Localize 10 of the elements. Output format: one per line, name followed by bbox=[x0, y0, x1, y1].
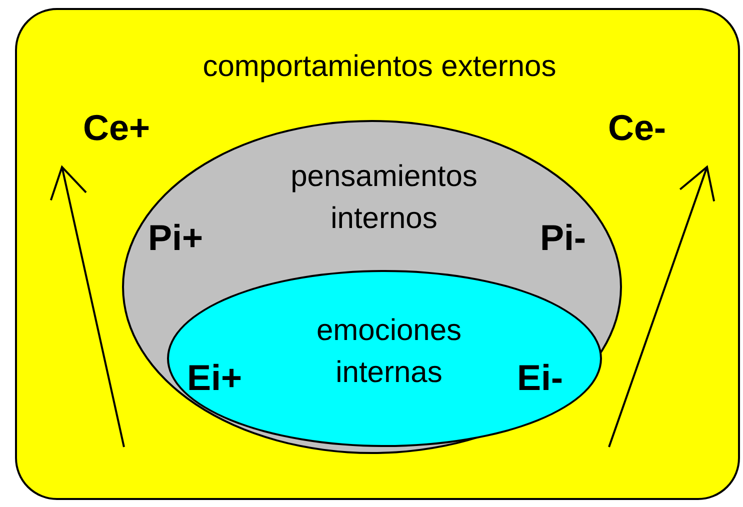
sign-label: Pi- bbox=[540, 218, 586, 258]
region-box bbox=[15, 8, 740, 500]
sign-label: Ei+ bbox=[187, 358, 242, 398]
sign-label: Pi+ bbox=[148, 218, 204, 258]
sign-label: Ce- bbox=[608, 108, 666, 148]
sign-label: Ei- bbox=[517, 358, 564, 398]
region-title: pensamientos internos bbox=[290, 159, 478, 237]
region-title: emociones internas bbox=[315, 313, 463, 391]
sign-label: Ce+ bbox=[83, 108, 150, 148]
region-title: comportamientos externos bbox=[202, 49, 558, 85]
